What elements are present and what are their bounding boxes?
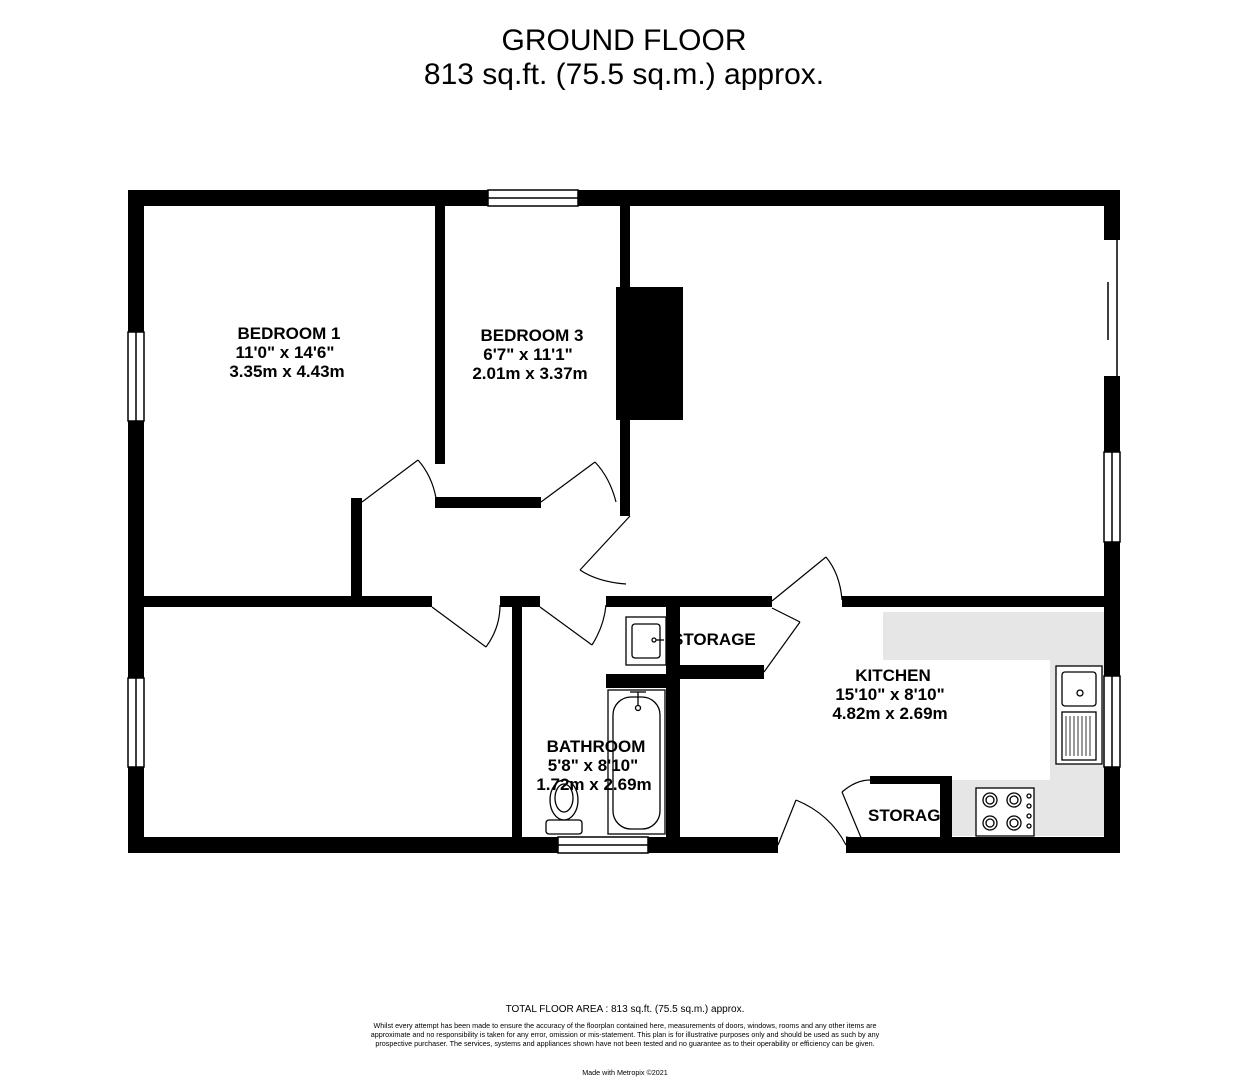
door-front bbox=[777, 799, 847, 846]
kitchen-sink bbox=[1055, 665, 1103, 765]
kitchen-metric: 4.82m x 2.69m bbox=[832, 704, 947, 723]
door-bedroom3 bbox=[540, 461, 617, 503]
bathroom-metric: 1.72m x 2.69m bbox=[536, 775, 651, 794]
footer-made-with: Made with Metropix ©2021 bbox=[582, 1068, 668, 1077]
storage-label-hall-clip: STORAGE bbox=[672, 630, 756, 649]
bathtub bbox=[607, 689, 666, 835]
windows bbox=[127, 189, 1121, 854]
bedroom3-imperial: 6'7" x 11'1" bbox=[483, 345, 572, 364]
doors bbox=[361, 459, 871, 846]
bedroom1-metric: 3.35m x 4.43m bbox=[229, 362, 344, 381]
bedroom3-metric: 2.01m x 3.37m bbox=[472, 364, 587, 383]
bedroom3-name: BEDROOM 3 bbox=[481, 326, 584, 345]
bathroom-sink bbox=[625, 616, 667, 666]
window-bottom-bathroom bbox=[557, 836, 649, 854]
walls bbox=[128, 190, 1120, 853]
toilet bbox=[545, 779, 583, 835]
storage-label-kitchen: STORAGE bbox=[868, 806, 952, 825]
hob bbox=[975, 787, 1035, 837]
window-top-bedroom3 bbox=[487, 189, 579, 207]
room-label-bathroom: BATHROOM 5'8" x 8'10" 1.72m x 2.69m bbox=[536, 737, 651, 794]
window-right-living bbox=[1103, 451, 1121, 543]
kitchen-name: KITCHEN bbox=[855, 666, 931, 685]
plan-area: 813 sq.ft. (75.5 sq.m.) approx. bbox=[423, 58, 825, 91]
door-bathroom bbox=[539, 604, 607, 646]
door-kitchen bbox=[771, 556, 843, 602]
storage-label-kitchen-clip: STORAGE bbox=[868, 806, 952, 825]
footer-disclaimer: Whilst every attempt has been made to en… bbox=[370, 1021, 880, 1049]
bedroom1-imperial: 11'0" x 14'6" bbox=[236, 343, 335, 362]
window-right-kitchen bbox=[1103, 675, 1121, 768]
bathroom-name: BATHROOM bbox=[547, 737, 646, 756]
plan-title: GROUND FLOOR bbox=[501, 24, 747, 57]
sliding-door-right bbox=[1107, 240, 1118, 376]
door-storage-kitchen bbox=[841, 779, 871, 841]
door-bedroom1 bbox=[361, 459, 437, 503]
door-bedroom2 bbox=[431, 604, 501, 648]
room-label-kitchen: KITCHEN 15'10" x 8'10" 4.82m x 2.69m bbox=[832, 666, 947, 723]
window-left-bedroom1 bbox=[127, 331, 145, 422]
bathroom-imperial: 5'8" x 8'10" bbox=[548, 756, 638, 775]
room-label-bedroom1: BEDROOM 1 11'0" x 14'6" 3.35m x 4.43m bbox=[229, 324, 344, 381]
door-living bbox=[579, 515, 631, 585]
footer-total-area: TOTAL FLOOR AREA : 813 sq.ft. (75.5 sq.m… bbox=[505, 1004, 745, 1015]
storage-label-hall: STORAGE bbox=[672, 630, 756, 649]
bedroom1-name: BEDROOM 1 bbox=[238, 324, 341, 343]
kitchen-worktop bbox=[883, 612, 1105, 836]
door-storage-hall bbox=[763, 607, 801, 673]
kitchen-imperial: 15'10" x 8'10" bbox=[835, 685, 944, 704]
room-label-bedroom3: BEDROOM 3 6'7" x 11'1" 2.01m x 3.37m bbox=[472, 326, 587, 383]
window-left-lower bbox=[127, 677, 145, 768]
